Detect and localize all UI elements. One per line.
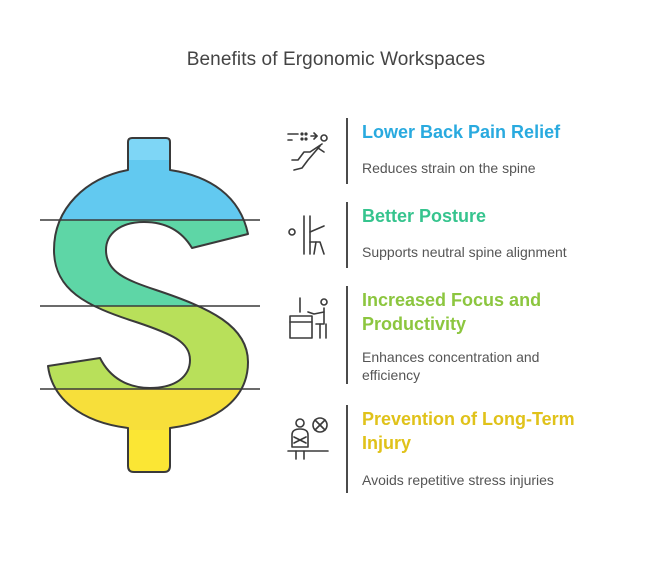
benefit-item: Lower Back Pain Relief Reduces strain on… (280, 118, 660, 184)
divider (346, 286, 348, 384)
benefit-description: Enhances concentration and efficiency (362, 349, 540, 383)
reclining-person-icon (280, 122, 336, 178)
dollar-sign-graphic (40, 130, 260, 480)
desk-worker-icon (280, 290, 336, 346)
divider (346, 202, 348, 268)
page-title: Benefits of Ergonomic Workspaces (186, 49, 486, 70)
benefit-item: Increased Focus and Productivity Enhance… (280, 286, 660, 384)
benefit-item: Better Posture Supports neutral spine al… (280, 202, 660, 268)
benefit-heading: Prevention of Long-Term Injury (362, 409, 575, 453)
injury-prevention-icon (280, 409, 336, 465)
benefit-heading: Lower Back Pain Relief (362, 122, 561, 142)
divider (346, 118, 348, 184)
benefit-item: Prevention of Long-Term Injury Avoids re… (280, 405, 660, 493)
posture-person-icon (280, 206, 336, 262)
benefit-heading: Increased Focus and Productivity (362, 290, 542, 334)
benefit-description: Reduces strain on the spine (362, 160, 536, 176)
benefit-heading: Better Posture (362, 206, 487, 226)
benefit-description: Avoids repetitive stress injuries (362, 472, 554, 488)
divider (346, 405, 348, 493)
benefit-description: Supports neutral spine alignment (362, 244, 567, 260)
